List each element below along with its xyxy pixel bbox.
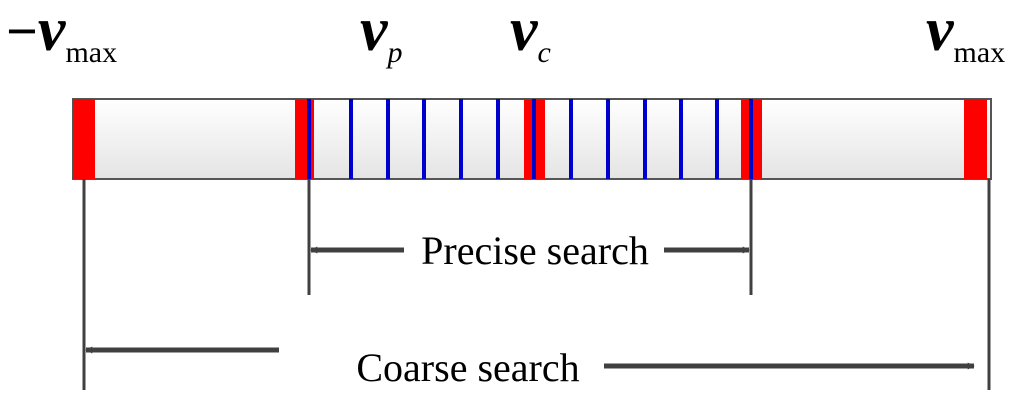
label-vp: vp [360, 0, 403, 69]
neg-vmax-symbol: v [38, 0, 67, 64]
precise-markers [307, 99, 753, 179]
label-vmax: vmax [926, 0, 1005, 69]
vmax-symbol: v [926, 0, 955, 64]
coarse-search-label: Coarse search [356, 345, 579, 390]
label-neg-vmax: −vmax [6, 0, 117, 69]
vp-symbol: v [360, 0, 389, 64]
coarse-marker [73, 99, 95, 179]
vc-subscript: c [538, 36, 551, 69]
neg-vmax-subscript: max [65, 36, 117, 69]
coarse-marker [295, 99, 314, 179]
precise-search-label: Precise search [421, 228, 649, 273]
label-vc: vc [510, 0, 551, 69]
vmax-subscript: max [954, 36, 1006, 69]
neg-sign: − [6, 1, 38, 63]
vc-symbol: v [510, 0, 539, 64]
coarse-markers [73, 99, 987, 179]
vp-subscript: p [386, 36, 403, 69]
coarse-marker [964, 99, 987, 179]
